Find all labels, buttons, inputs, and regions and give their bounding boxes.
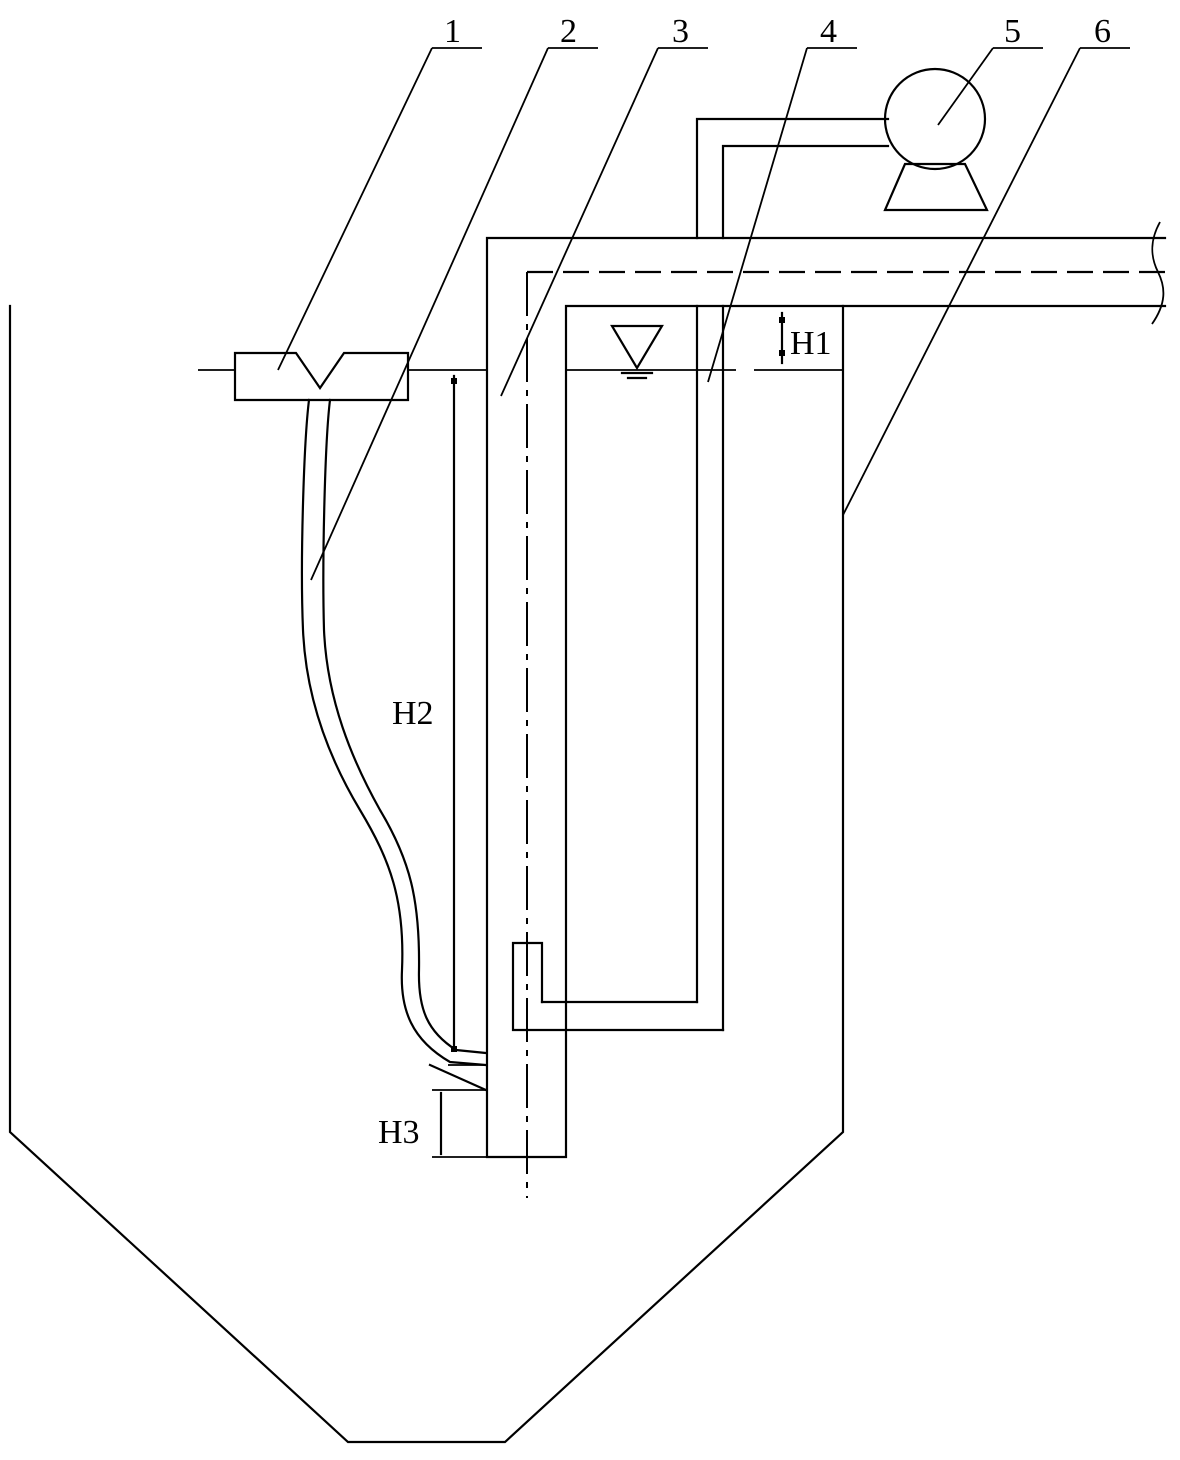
pump (883, 67, 989, 212)
flexible-hose (300, 398, 488, 1092)
callout-2-label: 2 (560, 13, 577, 50)
dimension-h3: H3 (378, 1089, 487, 1158)
dimension-h2: H2 (392, 374, 486, 1066)
dimension-h1: H1 (779, 311, 832, 365)
callout-leaders (277, 47, 1130, 581)
dimension-h2-label: H2 (392, 695, 434, 732)
callout-5-label: 5 (1004, 13, 1021, 50)
water-level-symbol (610, 324, 664, 380)
weir-box (233, 351, 410, 402)
suction-pipe (511, 117, 890, 1032)
dimension-h1-label: H1 (790, 325, 832, 362)
tank-outline (8, 304, 845, 1444)
callout-3-label: 3 (672, 13, 689, 50)
collection-pipe (485, 221, 1167, 1198)
callout-4-label: 4 (820, 13, 837, 50)
callout-6-label: 6 (1094, 13, 1111, 50)
dimension-h3-label: H3 (378, 1114, 420, 1151)
callout-1-label: 1 (444, 13, 461, 50)
